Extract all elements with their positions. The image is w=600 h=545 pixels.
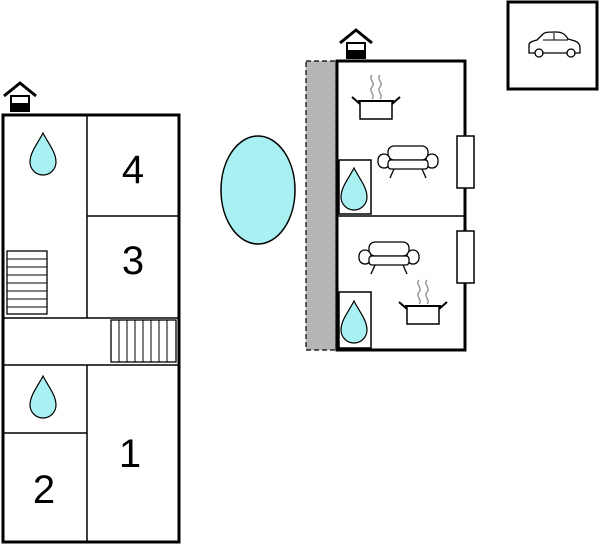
staircase-icon xyxy=(6,250,48,315)
parking xyxy=(506,0,599,91)
entrance-house-icon xyxy=(338,28,374,60)
room-1-label: 1 xyxy=(119,432,141,476)
right-building xyxy=(305,28,475,352)
terrace-wall xyxy=(305,60,337,351)
car-icon xyxy=(528,31,581,58)
room-3-label: 3 xyxy=(122,239,144,283)
left-building: 4 3 2 1 xyxy=(1,81,181,544)
room-4-label: 4 xyxy=(122,148,144,192)
staircase-icon xyxy=(110,319,177,363)
entrance-house-icon xyxy=(2,81,38,113)
pool-icon xyxy=(220,135,296,245)
room-2-label: 2 xyxy=(33,468,55,512)
